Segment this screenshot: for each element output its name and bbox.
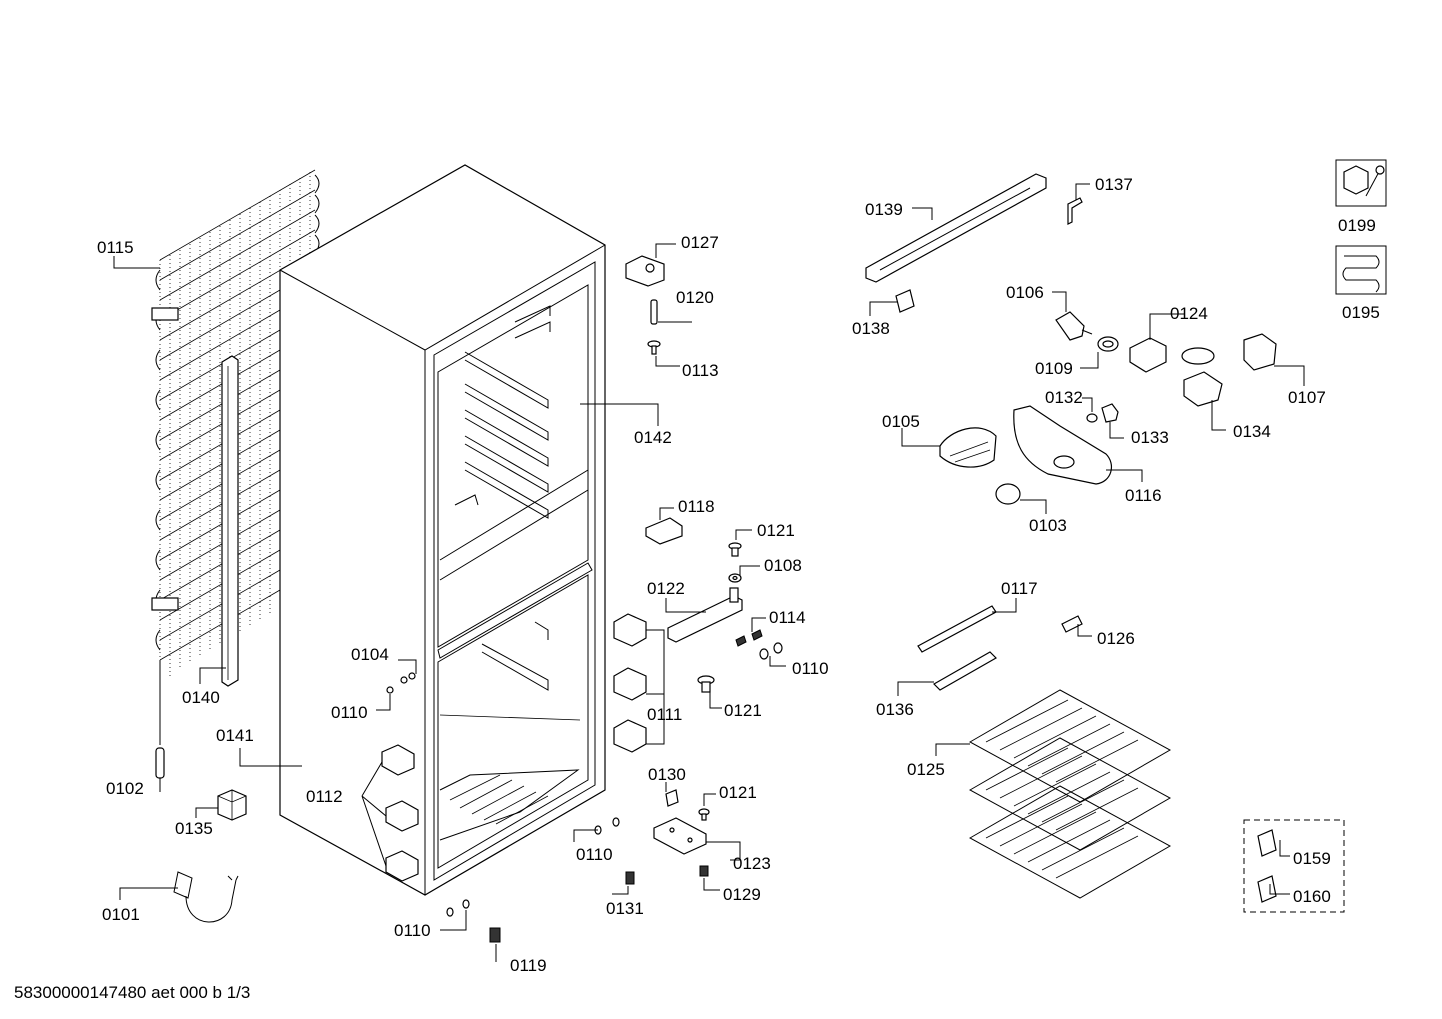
hinge-top: [625, 255, 665, 287]
callout-0124: 0124: [1170, 304, 1208, 323]
callout-labels: 0115 0102 0135 0101 0140 0141 0112 0104 …: [97, 175, 1380, 975]
lamp-cover-0105: [939, 427, 997, 468]
callout-0126: 0126: [1097, 629, 1135, 648]
screw-0119: [489, 927, 501, 943]
heating-coil-icon: [1335, 245, 1387, 295]
callout-0199: 0199: [1338, 216, 1376, 235]
callout-0134: 0134: [1233, 422, 1271, 441]
hinge-0118: [645, 517, 683, 545]
nut-and-wrench-icon: [1335, 159, 1387, 207]
callout-0141: 0141: [216, 726, 254, 745]
socket-0109: [1097, 336, 1119, 352]
callout-0115: 0115: [97, 238, 134, 257]
callout-0110-b: 0110: [394, 921, 431, 940]
callout-0138: 0138: [852, 319, 890, 338]
support-rail: [221, 355, 239, 687]
callout-0117: 0117: [1001, 579, 1038, 598]
evaporator-0125: [968, 689, 1172, 899]
callout-0109: 0109: [1035, 359, 1073, 378]
bottom-hinge-0123: [653, 817, 707, 855]
callout-0120: 0120: [676, 288, 714, 307]
knob-0103: [995, 483, 1021, 505]
callout-0101: 0101: [102, 905, 140, 924]
hinge-pin: [650, 299, 658, 325]
callout-0112: 0112: [306, 787, 343, 806]
callout-0122: 0122: [647, 579, 685, 598]
sensor-0133: [1101, 403, 1119, 423]
clip-0130: [665, 789, 679, 807]
callout-0129: 0129: [723, 885, 761, 904]
callout-0116: 0116: [1125, 486, 1162, 505]
callout-0114: 0114: [769, 608, 806, 627]
connector-0107: [1243, 333, 1277, 371]
callout-0123: 0123: [733, 854, 771, 873]
clip-part: [217, 789, 247, 821]
callout-0136: 0136: [876, 700, 914, 719]
condenser-coil: [151, 169, 320, 745]
callout-0160: 0160: [1293, 887, 1331, 906]
document-code: 58300000147480 aet 000 b 1/3: [14, 983, 250, 1002]
callout-0142: 0142: [634, 428, 672, 447]
lamp-0106: [1055, 311, 1093, 341]
screw-0121c: [698, 808, 710, 821]
screw-0121a: [728, 542, 742, 557]
callout-0106: 0106: [1006, 283, 1044, 302]
callout-0119: 0119: [510, 956, 547, 975]
kit-box: [1243, 819, 1345, 913]
callout-0103: 0103: [1029, 516, 1067, 535]
power-cord: [173, 871, 239, 923]
cabinet-housing: [279, 164, 606, 896]
callout-0139: 0139: [865, 200, 903, 219]
ring-0134: [1181, 347, 1223, 407]
callout-0105: 0105: [882, 412, 920, 431]
callout-0110-a: 0110: [331, 703, 368, 722]
control-rail-0139: [865, 173, 1047, 283]
callout-0130: 0130: [648, 765, 686, 784]
callout-0137: 0137: [1095, 175, 1133, 194]
housing-0116: [1013, 405, 1113, 485]
callout-0140: 0140: [182, 688, 220, 707]
leader-lines: [113, 183, 1305, 962]
callout-0195: 0195: [1342, 303, 1380, 322]
screws-left: [386, 672, 416, 694]
washer-0108: [728, 573, 742, 583]
callout-0102: 0102: [106, 779, 144, 798]
callout-0110-c: 0110: [576, 845, 613, 864]
callout-0111: 0111: [647, 705, 682, 724]
callout-0133: 0133: [1131, 428, 1169, 447]
callout-0121-b: 0121: [724, 701, 762, 720]
callout-0107: 0107: [1288, 388, 1326, 407]
callout-0113: 0113: [682, 361, 719, 380]
screws-0114: [735, 629, 763, 647]
callout-0135: 0135: [175, 819, 213, 838]
mounting-brackets: [381, 744, 419, 882]
callout-0127: 0127: [681, 233, 719, 252]
plate-0138: [895, 289, 915, 313]
clip-0137: [1067, 197, 1083, 225]
rod-0117: [917, 605, 997, 653]
screw-0113: [647, 340, 661, 355]
callout-0104: 0104: [351, 645, 389, 664]
callout-0125: 0125: [907, 760, 945, 779]
screw-0129: [699, 865, 709, 877]
door-stoppers-0111: [613, 613, 647, 753]
switch-0124: [1129, 337, 1167, 373]
knob-0132: [1086, 413, 1098, 423]
callout-0121-c: 0121: [719, 783, 757, 802]
callout-0121-a: 0121: [757, 521, 795, 540]
screw-0131: [625, 871, 635, 885]
caps-0110: [759, 642, 783, 660]
callout-0108: 0108: [764, 556, 802, 575]
callout-0132: 0132: [1045, 388, 1083, 407]
hinge-bracket-0122: [667, 587, 743, 643]
callout-0110-d: 0110: [792, 659, 829, 678]
callout-0159: 0159: [1293, 849, 1331, 868]
bar-0136: [933, 651, 997, 691]
screw-0121b: [697, 675, 715, 693]
callout-0118: 0118: [678, 497, 715, 516]
pin-0126: [1061, 615, 1083, 633]
callout-0131: 0131: [606, 899, 644, 918]
